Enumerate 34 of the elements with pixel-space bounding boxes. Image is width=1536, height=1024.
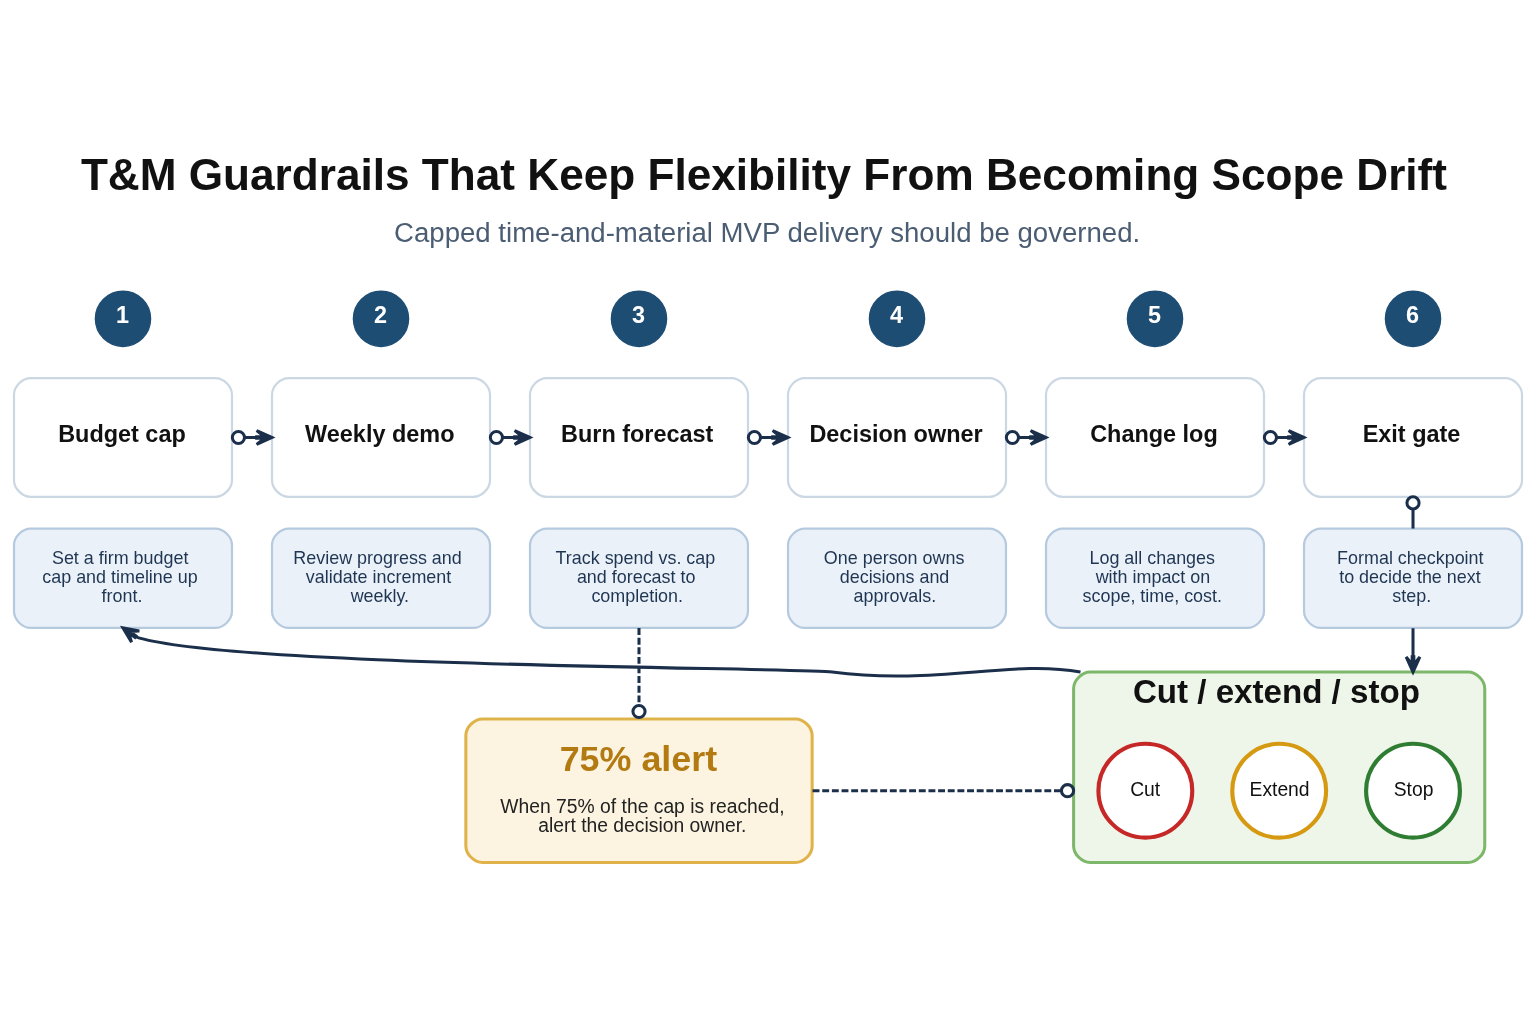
connector — [1405, 495, 1421, 529]
node-box: Budget cap — [12, 377, 234, 498]
arrow — [746, 429, 790, 446]
node-circle: 4 — [868, 290, 926, 348]
node-circle: Extend — [1230, 741, 1329, 840]
label: Capped time-and-material MVP delivery should be governed. — [394, 216, 1141, 248]
arrow — [1262, 429, 1306, 446]
node-box: Track spend vs. cap and forecast to completion. — [528, 527, 750, 629]
node-circle: 2 — [352, 290, 410, 348]
arrow — [230, 429, 274, 446]
connector — [631, 627, 647, 720]
node-circle: 3 — [610, 290, 668, 348]
arrow — [1004, 429, 1048, 446]
node-box: Burn forecast — [528, 377, 750, 498]
node-box: Exit gate — [1302, 377, 1524, 498]
node-box: Review progress and validate increment weekly. — [270, 527, 492, 629]
connector — [812, 783, 1076, 799]
node-circle: 5 — [1126, 290, 1184, 348]
node-box: Weekly demo — [270, 377, 492, 498]
node-circle: 1 — [94, 290, 152, 348]
node-box: Formal checkpoint to decide the next step. — [1302, 527, 1524, 629]
node-circle: Cut — [1096, 741, 1195, 840]
node-circle: Stop — [1364, 741, 1462, 840]
node-box: Set a firm budget cap and timeline up front. — [12, 527, 234, 629]
node-box: 75% alert When 75% of the cap is reached, alert the decision owner. — [464, 717, 814, 864]
node-box: One person owns decisions and approvals. — [786, 527, 1008, 629]
diagram-title: T&M Guardrails That Keep Flexibility From Becoming Scope Drift — [80, 149, 1448, 199]
arrow — [488, 429, 532, 446]
node-circle: 6 — [1384, 290, 1442, 348]
arrow — [1404, 628, 1422, 674]
arrow — [121, 626, 1081, 678]
node-box: Change log — [1044, 377, 1266, 498]
node-box: Decision owner — [786, 377, 1008, 498]
node-box: Log all changes with impact on scope, time, cost. — [1044, 527, 1266, 629]
